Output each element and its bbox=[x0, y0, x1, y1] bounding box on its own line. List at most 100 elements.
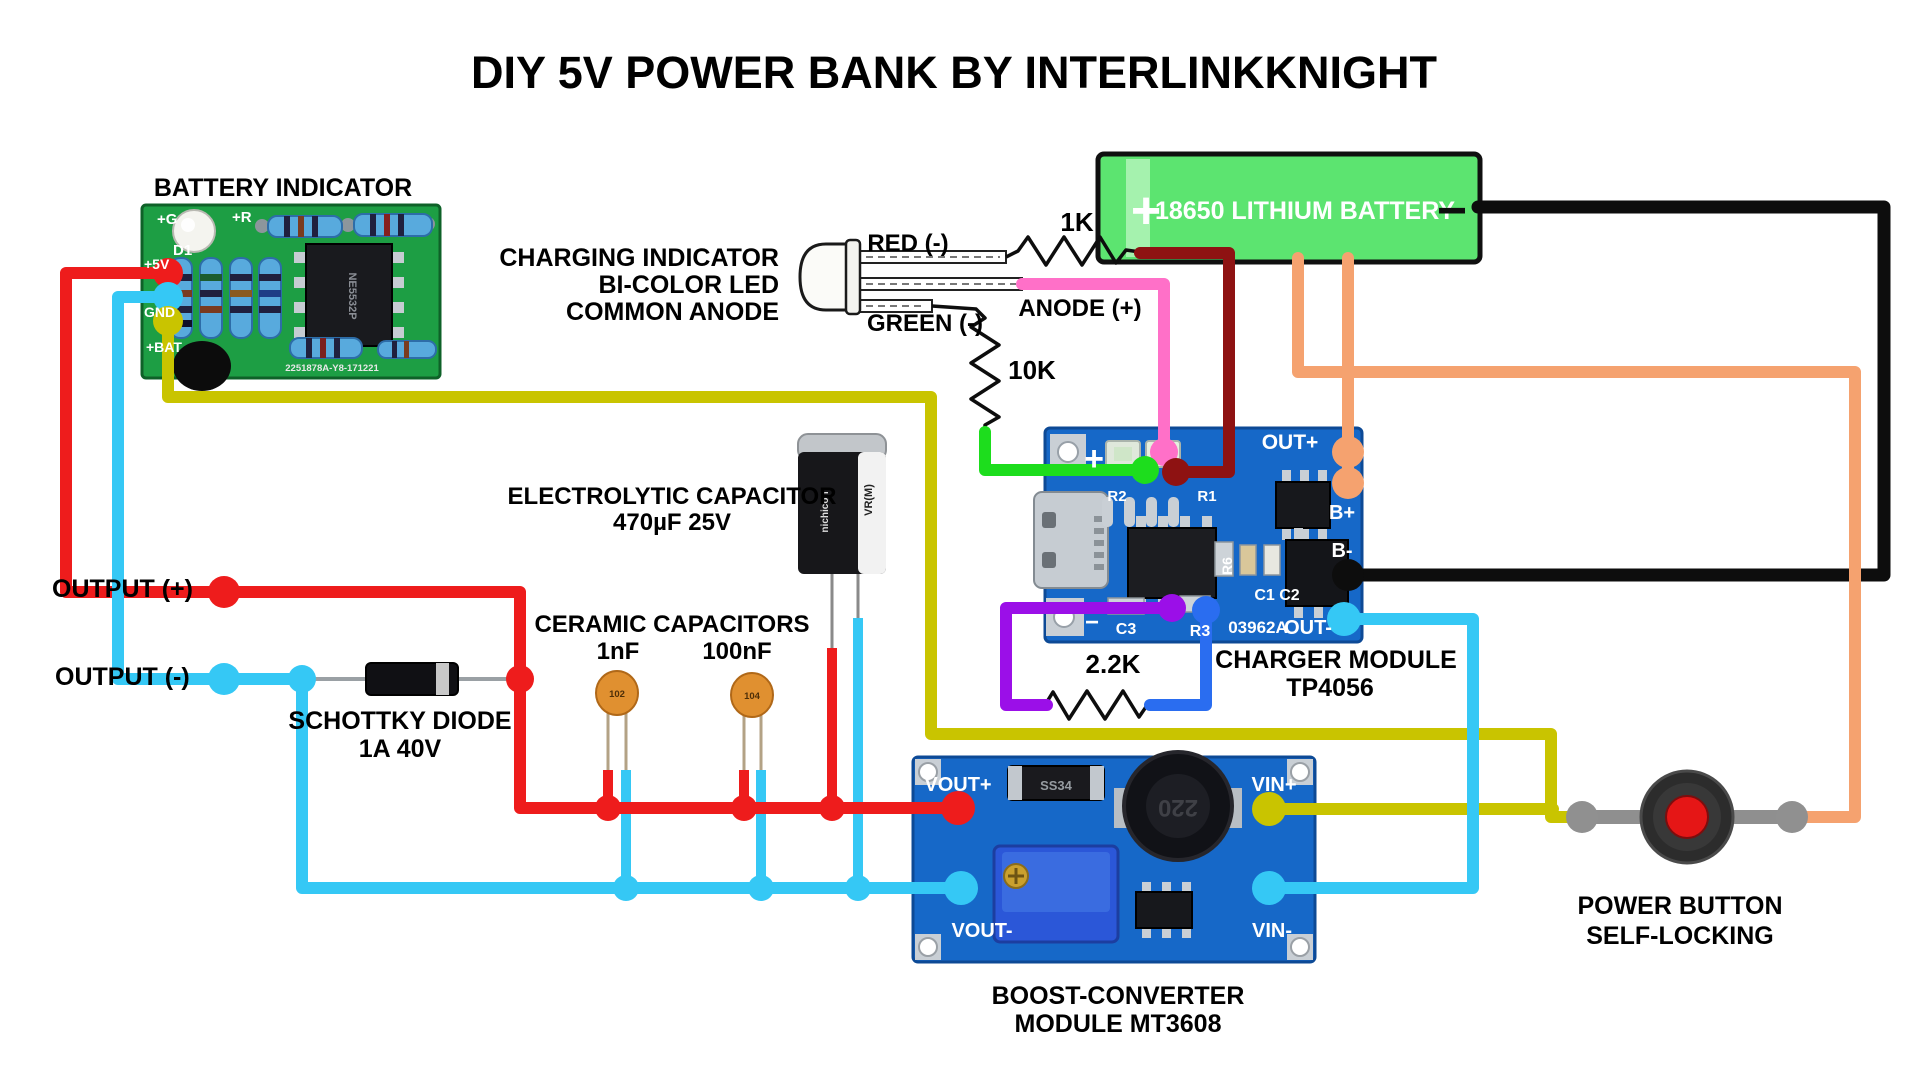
dot-vout-plus bbox=[941, 791, 975, 825]
label-button-2: SELF-LOCKING bbox=[1586, 922, 1774, 950]
pin bbox=[1102, 497, 1113, 527]
ss34-diode bbox=[1007, 765, 1105, 801]
dot-b-plus bbox=[1332, 467, 1364, 499]
resistor-band bbox=[398, 214, 404, 236]
label-boost-2: MODULE MT3608 bbox=[1015, 1010, 1222, 1038]
resistor-band bbox=[306, 338, 312, 358]
resistor-component bbox=[353, 213, 433, 237]
dot-rail-junction bbox=[819, 795, 845, 821]
pcb-plus-r: +R bbox=[232, 209, 252, 226]
label-button-1: POWER BUTTON bbox=[1577, 892, 1782, 920]
label-charging-indicator-3: COMMON ANODE bbox=[566, 298, 779, 326]
pcb-gnd: GND bbox=[144, 304, 175, 320]
tp4056-out-minus: OUT- bbox=[1284, 617, 1332, 639]
label-battery-indicator: BATTERY INDICATOR bbox=[154, 174, 412, 202]
dot-rail-junction bbox=[613, 875, 639, 901]
dot-vin-plus bbox=[1252, 792, 1286, 826]
label-output-plus: OUTPUT (+) bbox=[52, 575, 193, 603]
battery-indicator-board: NE5532P bbox=[140, 203, 442, 391]
tp4056-r3: R3 bbox=[1190, 623, 1211, 640]
dot-output-plus bbox=[208, 576, 240, 608]
pin bbox=[1318, 526, 1327, 540]
wire-purple-prog bbox=[1000, 602, 1178, 711]
wires bbox=[60, 200, 1891, 894]
page-title: DIY 5V POWER BANK BY INTERLINKKNIGHT bbox=[471, 47, 1437, 98]
label-ceramic-1nf: 1nF bbox=[597, 638, 640, 665]
label-resistor-1k: 1K bbox=[1060, 207, 1093, 237]
label-elco-1: ELECTROLYTIC CAPACITOR bbox=[508, 483, 837, 510]
mount-hole bbox=[1057, 441, 1079, 463]
pcb-plus-g: +G bbox=[157, 211, 177, 228]
pin bbox=[1124, 497, 1135, 527]
pin bbox=[1282, 470, 1291, 484]
label-charging-indicator-2: BI-COLOR LED bbox=[598, 271, 779, 299]
label-led-anode-pin: ANODE (+) bbox=[1018, 295, 1141, 322]
resistor-band bbox=[370, 214, 376, 236]
mt3608-ss34: SS34 bbox=[1040, 778, 1073, 793]
dot-vin-minus bbox=[1252, 871, 1286, 905]
dot-b-minus bbox=[1332, 559, 1364, 591]
capacitor-series: VR(M) bbox=[863, 484, 875, 516]
charger-module-board bbox=[1033, 426, 1364, 644]
wire-green-green-led bbox=[979, 426, 1151, 476]
label-resistor-10k: 10K bbox=[1008, 355, 1056, 385]
label-ceramics: CERAMIC CAPACITORS bbox=[534, 611, 809, 638]
charge-led-die bbox=[1114, 447, 1132, 461]
mt3608-vin-minus: VIN- bbox=[1252, 920, 1292, 942]
dot-rail-junction bbox=[731, 795, 757, 821]
tp4056-b-minus: B- bbox=[1331, 540, 1352, 562]
button-terminal-bar bbox=[1722, 810, 1792, 824]
led-bulb bbox=[798, 242, 854, 312]
label-elco-2: 470µF 25V bbox=[613, 509, 731, 536]
label-charger-2: TP4056 bbox=[1286, 674, 1374, 702]
pcb-bat: +BAT bbox=[146, 339, 182, 355]
dot-diode-left-junction bbox=[288, 665, 316, 693]
mount-hole bbox=[1290, 937, 1310, 957]
pin bbox=[1314, 604, 1323, 618]
mount-hole bbox=[918, 937, 938, 957]
pcb-5v: +5V bbox=[144, 256, 170, 272]
label-charger-1: CHARGER MODULE bbox=[1215, 646, 1457, 674]
pin bbox=[1318, 470, 1327, 484]
battery-stripe bbox=[1126, 159, 1150, 257]
wire-blue-prog bbox=[1144, 608, 1212, 711]
smd-resistor bbox=[1214, 541, 1234, 577]
battery-minus-symbol: − bbox=[1437, 182, 1467, 240]
mt3608-vout-minus: VOUT- bbox=[951, 920, 1012, 942]
schottky-diode bbox=[302, 662, 520, 696]
wire-pink-anode bbox=[1016, 278, 1170, 458]
dot-rail-junction bbox=[845, 875, 871, 901]
led-flange bbox=[844, 238, 862, 316]
wire-orange-to-button bbox=[1292, 252, 1861, 823]
wire-yellow-bat-sense bbox=[162, 315, 1596, 823]
dot-output-minus bbox=[208, 663, 240, 695]
junction-dots bbox=[153, 258, 1808, 905]
tp4056-r1: R1 bbox=[1197, 488, 1216, 505]
resistor-band bbox=[312, 216, 318, 237]
dot-prog-right bbox=[1192, 596, 1220, 624]
label-schottky-1: SCHOTTKY DIODE bbox=[288, 707, 511, 735]
dot-button-right bbox=[1776, 801, 1808, 833]
dot-rail-junction bbox=[748, 875, 774, 901]
dot-5v bbox=[153, 258, 183, 288]
electrolytic-capacitor: nichicon VR(M) bbox=[797, 433, 887, 650]
ceramic-marking-104: 104 bbox=[744, 691, 761, 702]
protection-chip bbox=[1275, 481, 1331, 529]
dot-bat-sense bbox=[153, 306, 183, 336]
resistor-band bbox=[404, 341, 409, 358]
label-charging-indicator-1: CHARGING INDICATOR bbox=[499, 244, 779, 272]
tp4056-plus: + bbox=[1084, 440, 1104, 478]
wire-darkred-red-led bbox=[1134, 247, 1235, 478]
dot-rail-junction bbox=[595, 795, 621, 821]
tp4056-c3: C3 bbox=[1116, 621, 1137, 638]
dot-red-led bbox=[1162, 458, 1190, 486]
resistor-1k bbox=[1005, 235, 1141, 267]
pcb-pad bbox=[255, 219, 269, 233]
trimmer-potentiometer bbox=[992, 844, 1120, 944]
resistor-2k2 bbox=[1043, 689, 1153, 721]
diode-body bbox=[365, 662, 459, 696]
wire-cyan-out-minus bbox=[1263, 613, 1479, 894]
pin bbox=[1300, 526, 1309, 540]
capacitor-stripe bbox=[858, 452, 886, 574]
pin bbox=[1294, 528, 1303, 542]
